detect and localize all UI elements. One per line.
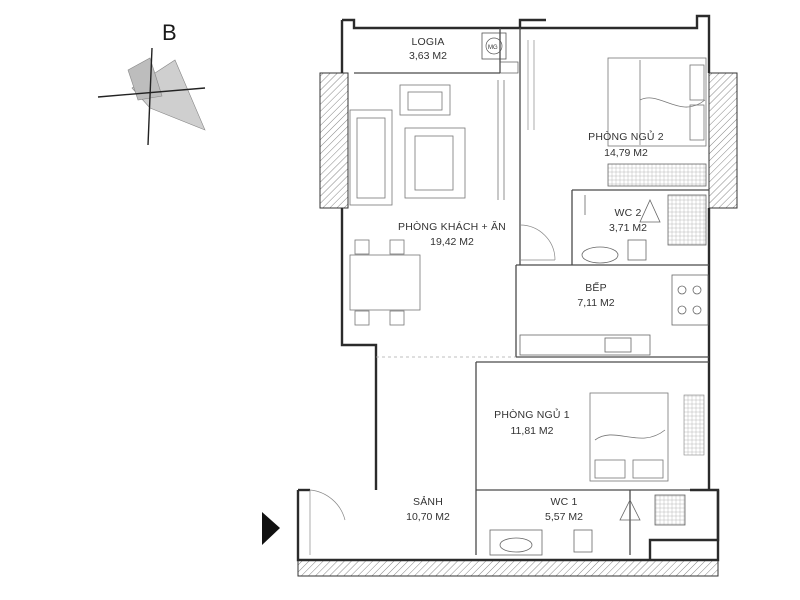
washing-machine-label: MG [488,45,498,51]
wall-top [342,18,546,30]
wc2-area: 3,71 M2 [609,222,647,234]
compass-axis-ns [147,47,153,146]
kitchen-counter-icon [519,274,709,356]
dining-table-icon [349,239,421,326]
balcony-left-hatch [319,72,349,209]
bedroom1-area: 11,81 M2 [511,425,554,437]
wc2-fixtures [581,194,707,264]
logia-door-frame [499,61,519,74]
bedroom1-closet [683,394,705,456]
bedroom2-name: PHÒNG NGỦ 2 [588,130,664,143]
wall-left-lower [340,208,378,490]
living-door-swing [519,224,556,261]
washing-machine-icon [481,32,507,60]
compass-axis-ew [97,87,206,98]
walls [296,14,720,562]
wc1-fixtures [489,494,686,556]
washing-machine-drum-icon [485,37,503,55]
entrance-arrow-icon [262,512,280,545]
wall-lower-right-notch [648,488,720,560]
logia-area: 3,63 M2 [409,50,447,62]
kitchen-area: 7,11 M2 [577,297,614,309]
bottom-ground-hatch [297,559,719,577]
living-area: 19,42 M2 [430,236,474,248]
wc2-name: WC 2 [614,207,641,219]
kitchen-name: BẾP [585,281,607,294]
compass: B [97,20,206,146]
inner-walls [354,28,709,555]
wall-top-right [520,14,711,73]
bedroom2-side-closet [527,40,535,130]
wardrobe-icon [607,163,707,187]
bed1-icon [589,392,669,482]
living-name: PHÒNG KHÁCH + ĂN [398,220,506,233]
hall-area: 10,70 M2 [406,511,450,523]
wc1-area: 5,57 M2 [545,511,583,523]
entrance-door-swing [309,489,346,521]
logia-name: LOGIA [411,36,444,48]
bed-icon [607,57,707,147]
hall-name: SẢNH [413,495,443,508]
wc1-name: WC 1 [550,496,577,508]
compass-letter: B [162,20,177,45]
bedroom2-area: 14,79 M2 [604,147,648,159]
bedroom1-name: PHÒNG NGỦ 1 [494,408,570,421]
compass-rose-shape-2 [127,57,163,101]
sofa-set-icon [349,80,505,206]
balcony-right-hatch [708,72,738,209]
